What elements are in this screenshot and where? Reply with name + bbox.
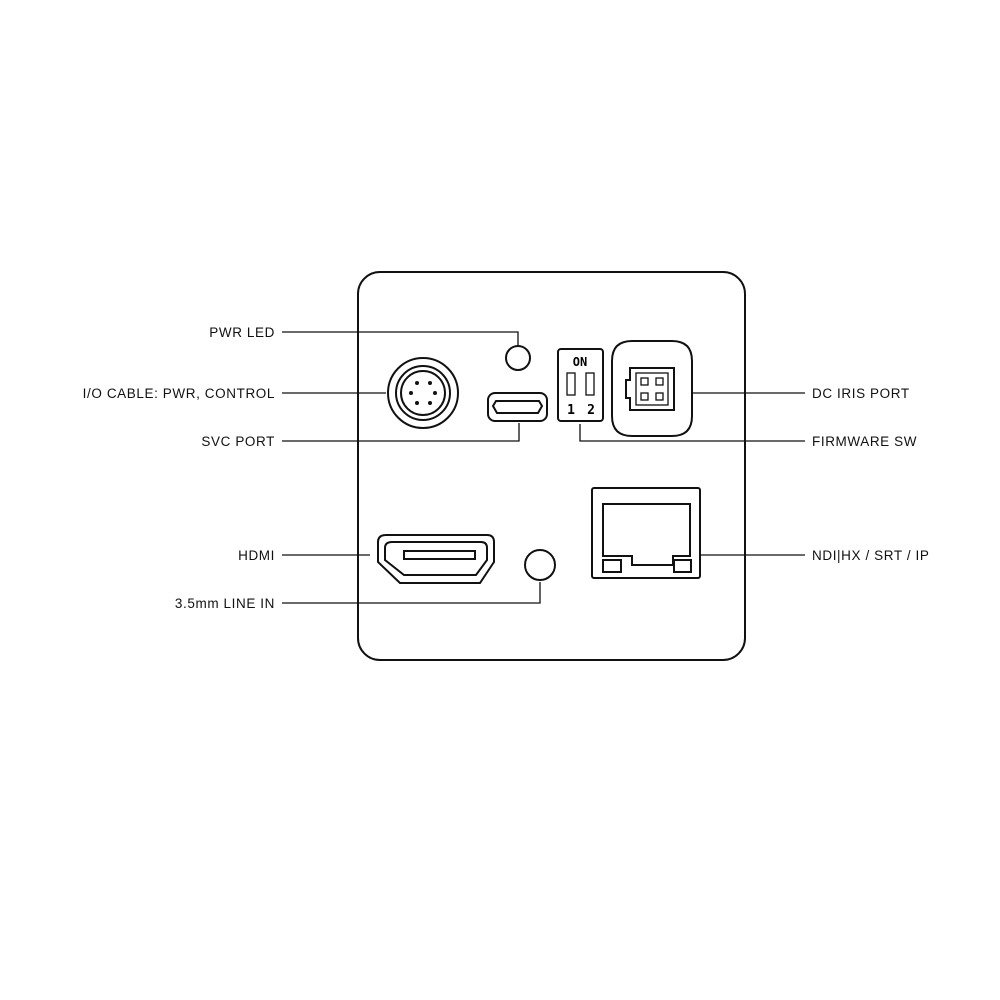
line-in-label: 3.5mm LINE IN <box>175 596 275 611</box>
network-label: NDI|HX / SRT / IP <box>812 548 929 563</box>
dip-switch-1-label: 1 <box>567 403 575 418</box>
rj45-network-port <box>591 487 701 579</box>
line-in-leader <box>282 582 541 604</box>
dc-iris-port <box>611 340 693 437</box>
firmware-sw-leader <box>579 424 805 442</box>
hdmi-port <box>377 534 495 584</box>
io-cable-label: I/O CABLE: PWR, CONTROL <box>83 386 275 401</box>
dip-switch: ON 1 2 <box>557 348 604 422</box>
pwr-led-label: PWR LED <box>209 325 275 340</box>
dip-switch-2-label: 2 <box>587 403 595 418</box>
panel-body <box>357 271 746 661</box>
svc-port-label: SVC PORT <box>201 434 275 449</box>
svc-port-leader <box>282 423 520 442</box>
pwr-led <box>505 345 531 371</box>
dip-on-label: ON <box>573 355 587 369</box>
pwr-led-leader <box>282 331 519 346</box>
io-connector <box>387 357 459 429</box>
firmware-sw-label: FIRMWARE SW <box>812 434 917 449</box>
dc-iris-label: DC IRIS PORT <box>812 386 910 401</box>
svc-usb-port <box>487 392 548 422</box>
hdmi-label: HDMI <box>238 548 275 563</box>
line-in-jack <box>524 549 556 581</box>
